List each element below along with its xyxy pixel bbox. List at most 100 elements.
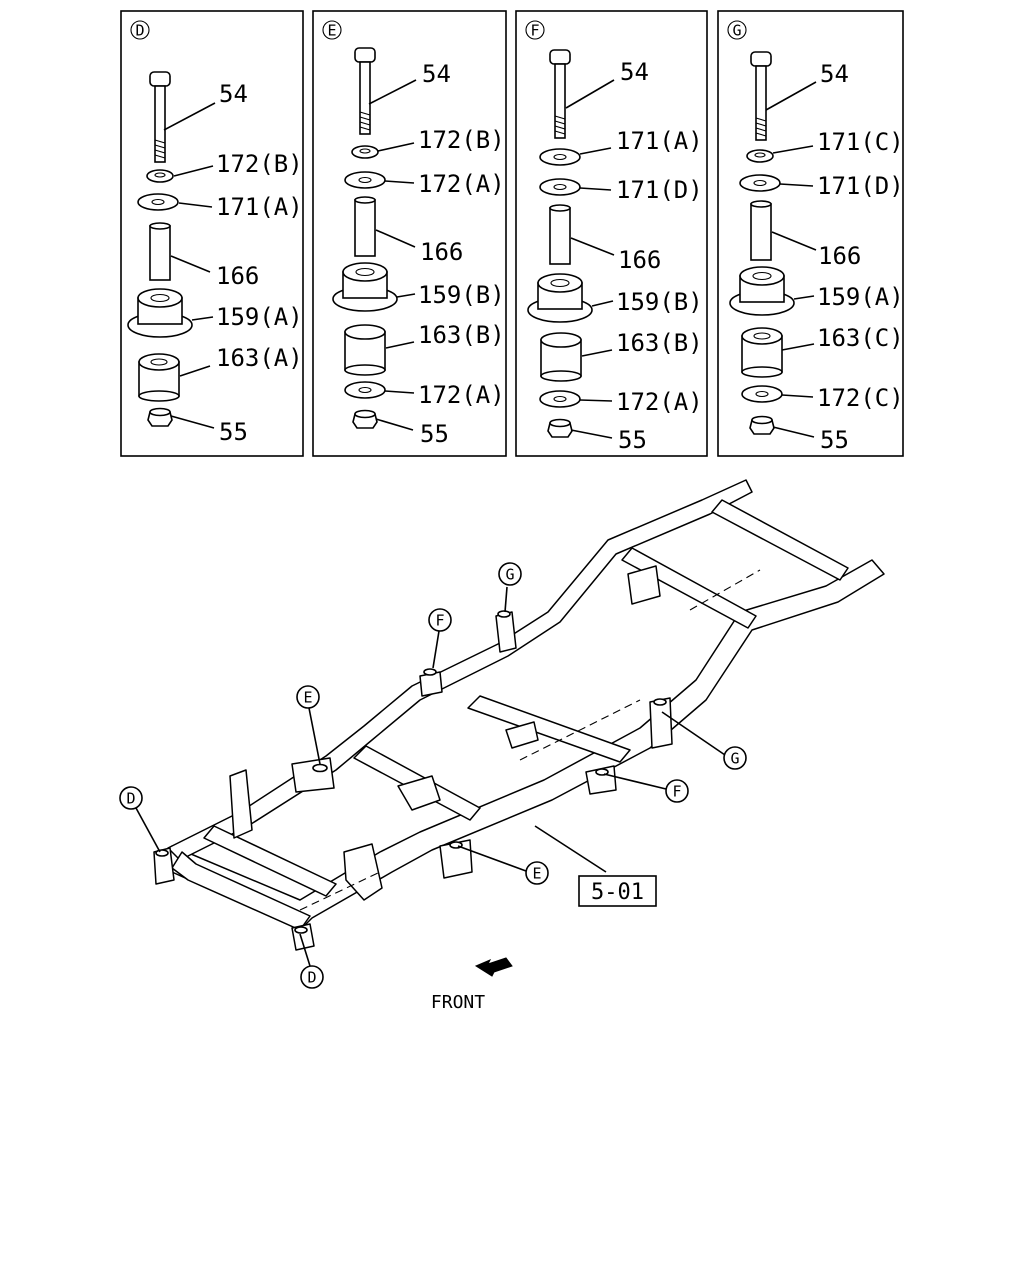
panel-g-part-171c: 171(C) [817, 128, 904, 156]
panel-f-border [515, 10, 708, 457]
panel-d-part-55: 55 [219, 418, 248, 446]
washer-flat [137, 193, 179, 211]
mount-e-right [439, 839, 473, 879]
crossmember-2 [467, 695, 631, 763]
front-crossmember-2 [203, 825, 337, 897]
cushion-159 [729, 266, 795, 316]
panel-d-letter-circle [130, 20, 150, 40]
panel-e-part-166: 166 [420, 238, 463, 266]
washer-flat [739, 174, 781, 192]
panel-g-part-54: 54 [820, 60, 849, 88]
cushion-159 [127, 288, 193, 338]
panel-g-part-172c: 172(C) [817, 384, 904, 412]
panel-e-part-159b: 159(B) [418, 281, 505, 309]
panel-g-part-171d: 171(D) [817, 172, 904, 200]
panel-e-part-54: 54 [422, 60, 451, 88]
trans-mount [397, 775, 441, 811]
chassis-frame [153, 479, 885, 951]
frame-callout-d-lower: D [300, 965, 324, 989]
washer-flat [539, 148, 581, 166]
panel-f: F [515, 10, 708, 457]
washer-flat-lower [344, 381, 386, 399]
panel-d: D [120, 10, 304, 457]
panel-e-letter-circle [322, 20, 342, 40]
panel-f-part-172a: 172(A) [616, 388, 703, 416]
sleeve-166 [750, 200, 772, 261]
panel-d-part-171a: 171(A) [216, 193, 303, 221]
svg-text:F: F [672, 783, 681, 801]
panel-f-part-171a: 171(A) [616, 127, 703, 155]
washer-small [351, 145, 379, 159]
panel-f-part-159b: 159(B) [616, 288, 703, 316]
panel-g-part-166: 166 [818, 242, 861, 270]
panel-e-border [312, 10, 507, 457]
panel-e: E [312, 10, 507, 457]
washer-flat-2 [539, 178, 581, 196]
bolt-54 [750, 51, 772, 141]
panel-f-part-54: 54 [620, 58, 649, 86]
nut-55 [352, 409, 378, 429]
front-bracket [343, 843, 383, 901]
sleeve-166 [549, 204, 571, 265]
cushion-163 [138, 353, 180, 402]
panel-d-part-166: 166 [216, 262, 259, 290]
panel-g-letter: G [732, 22, 741, 40]
panel-g: G [717, 10, 904, 457]
sleeve-166 [354, 196, 376, 257]
mount-d-front-left [153, 847, 175, 885]
panel-d-part-172b: 172(B) [216, 150, 303, 178]
panel-g-part-159a: 159(A) [817, 283, 904, 311]
frame-callout-e-lower: E [525, 861, 549, 885]
svg-text:D: D [126, 790, 135, 808]
bolt-54 [149, 71, 171, 163]
panel-g-part-55: 55 [820, 426, 849, 454]
mount-e-left [291, 757, 335, 793]
svg-text:G: G [730, 750, 739, 768]
washer-small [146, 169, 174, 183]
mount-f-left [419, 668, 443, 697]
washer-flat-lower [539, 390, 581, 408]
cushion-159 [527, 273, 593, 323]
nut-55 [749, 415, 775, 435]
mount-f-right [585, 765, 617, 795]
panel-f-part-163b: 163(B) [616, 329, 703, 357]
frame-callout-e-upper: E [296, 685, 320, 709]
panel-d-part-54: 54 [219, 80, 248, 108]
sleeve-166 [149, 222, 171, 281]
svg-text:E: E [303, 689, 312, 707]
panel-e-part-163b: 163(B) [418, 321, 505, 349]
panel-d-border [120, 10, 304, 457]
panel-e-part-55: 55 [420, 420, 449, 448]
rear-crossmember [711, 499, 849, 581]
front-crossmember [171, 851, 311, 931]
panel-f-part-171d: 171(D) [616, 176, 703, 204]
panel-d-letter: D [135, 22, 144, 40]
rear-bracket [627, 565, 661, 605]
nut-55 [547, 418, 573, 438]
frame-callout-g-lower: G [723, 746, 747, 770]
nut-55 [147, 407, 173, 427]
mount-g-left [495, 610, 517, 653]
panel-g-border [717, 10, 904, 457]
panel-f-letter: F [530, 22, 539, 40]
panel-d-part-163a: 163(A) [216, 344, 303, 372]
panel-f-part-166: 166 [618, 246, 661, 274]
mount-d-front-right [291, 923, 315, 951]
cushion-163 [540, 332, 582, 382]
panel-e-part-172a-lower: 172(A) [418, 381, 505, 409]
mount-g-right [649, 697, 673, 749]
bolt-54 [549, 49, 571, 139]
bolt-54 [354, 47, 376, 135]
panel-f-letter-circle [525, 20, 545, 40]
frame-callout-g-upper: G [498, 562, 522, 586]
frame-callout-d-left: D [119, 786, 143, 810]
cushion-163 [344, 324, 386, 376]
reference-label: 5-01 [591, 880, 644, 905]
frame-callout-f-lower: F [665, 779, 689, 803]
center-bracket [505, 721, 539, 749]
front-arrow-icon [474, 957, 513, 977]
panel-e-part-172a: 172(A) [418, 170, 505, 198]
reference-box[interactable]: 5-01 [578, 875, 657, 907]
